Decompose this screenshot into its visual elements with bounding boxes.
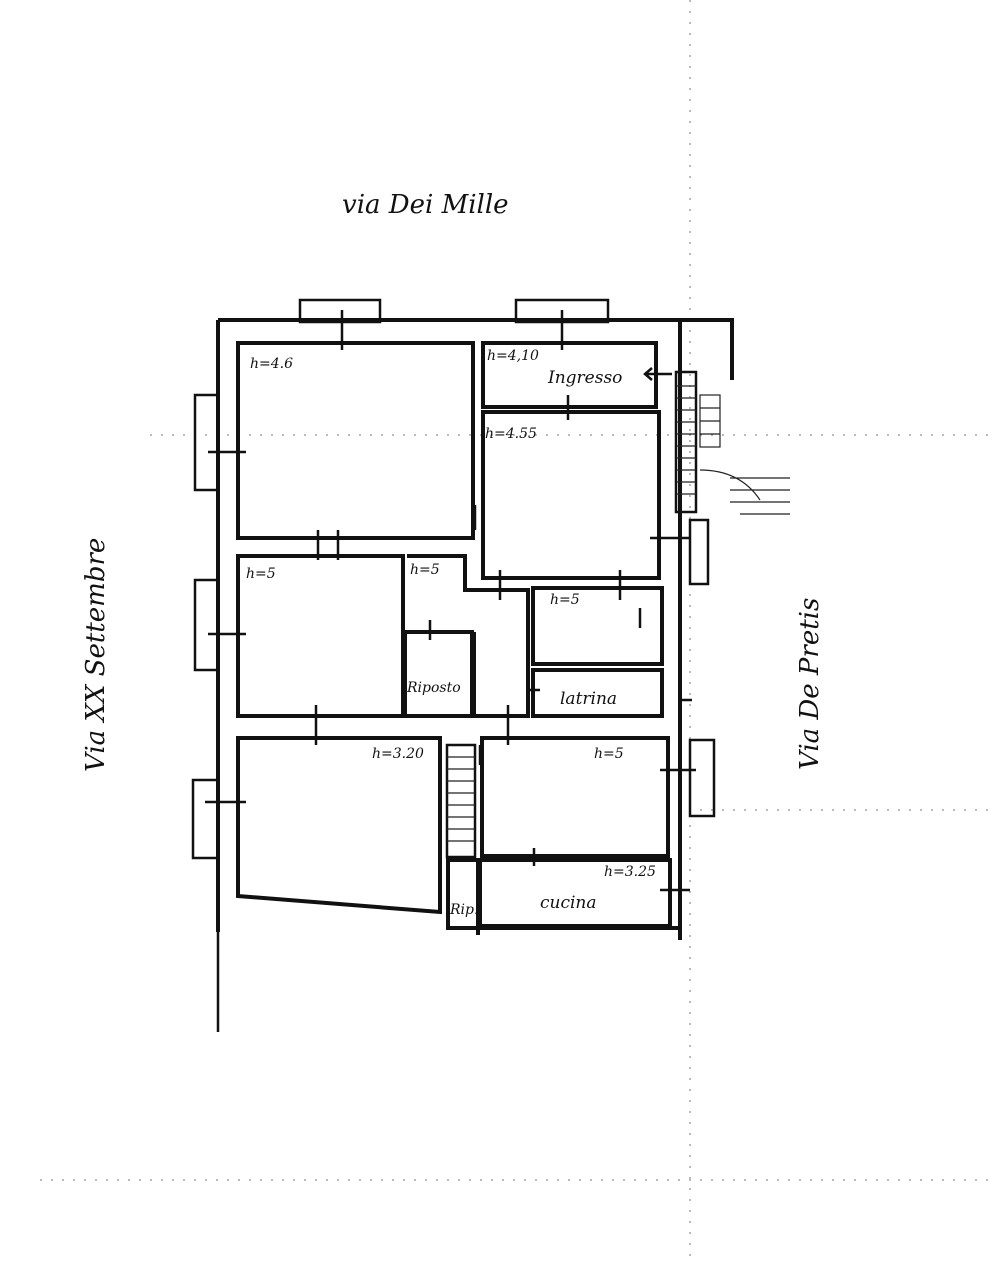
room-se-height: h=5 [594, 746, 624, 762]
room-sw-height: h=3.20 [372, 746, 424, 762]
room-ne-height: h=4.55 [485, 426, 537, 442]
room-e-small [531, 586, 664, 666]
room-latrina [531, 668, 664, 718]
scan-guides [40, 0, 993, 1265]
room-rip-small [446, 858, 480, 930]
balconies-east [688, 518, 716, 818]
door-marks [205, 310, 696, 892]
room-se [480, 736, 670, 858]
room-nw-height: h=4.6 [250, 356, 293, 372]
rip-small-name: Rip. [449, 902, 478, 918]
room-ne [481, 410, 661, 580]
latrina-name: latrina [560, 689, 617, 709]
corridor-height: h=5 [410, 562, 440, 578]
balconies-west [191, 393, 220, 860]
street-label-north: via Dei Mille [342, 190, 509, 220]
ingresso-height: h=4,10 [487, 348, 539, 364]
building-outline [216, 318, 734, 940]
ripostiglio-name: Riposto [406, 680, 461, 696]
street-label-west: Via XX Settembre [81, 538, 111, 772]
entrance-arrow [643, 367, 672, 381]
room-e-small-height: h=5 [550, 592, 580, 608]
stairs-east [674, 370, 790, 515]
ingresso-name: Ingresso [547, 368, 622, 388]
cucina-height: h=3.25 [604, 864, 656, 880]
cucina-name: cucina [540, 893, 597, 913]
room-nw [236, 341, 475, 540]
stairs-internal [445, 743, 477, 859]
street-label-east: Via De Pretis [795, 598, 825, 770]
room-ripostiglio [403, 630, 474, 718]
room-sw [236, 736, 442, 915]
room-w-height: h=5 [246, 566, 276, 582]
